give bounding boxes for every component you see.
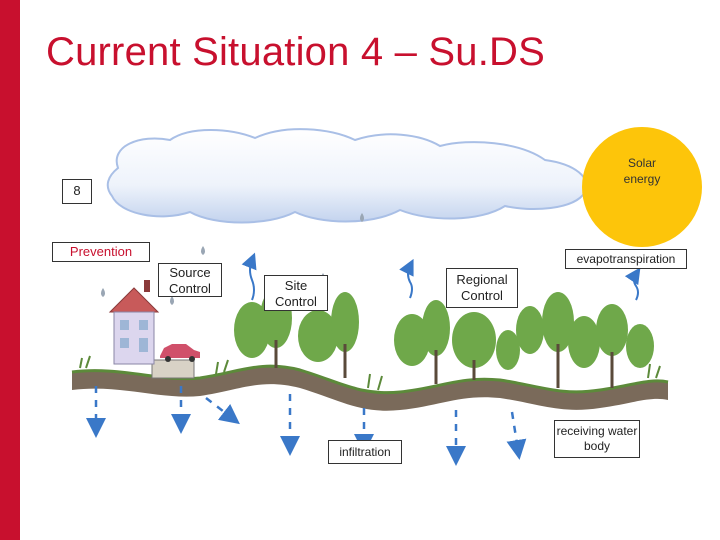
source-control-label: Source Control <box>158 263 222 297</box>
trees <box>234 288 654 388</box>
evapotranspiration-arrows <box>241 252 641 301</box>
sun-icon <box>582 127 702 247</box>
grass <box>79 355 661 391</box>
cloud <box>106 128 588 224</box>
site-control-label: Site Control <box>264 275 328 311</box>
regional-control-label: Regional Control <box>446 268 518 308</box>
infiltration-arrows <box>86 386 527 466</box>
infiltration-label: infiltration <box>328 440 402 464</box>
left-accent-bar <box>0 0 20 540</box>
number-box: 8 <box>62 179 92 204</box>
car-icon <box>160 344 200 362</box>
receiving-water-body-label: receiving water body <box>554 420 640 458</box>
ground <box>71 359 669 411</box>
prevention-label: Prevention <box>52 242 150 262</box>
house-icon <box>108 280 160 365</box>
slide-title: Current Situation 4 – Su.DS <box>46 30 545 74</box>
evapotranspiration-label: evapotranspiration <box>565 249 687 269</box>
solar-energy-label: Solar energy <box>623 156 661 186</box>
